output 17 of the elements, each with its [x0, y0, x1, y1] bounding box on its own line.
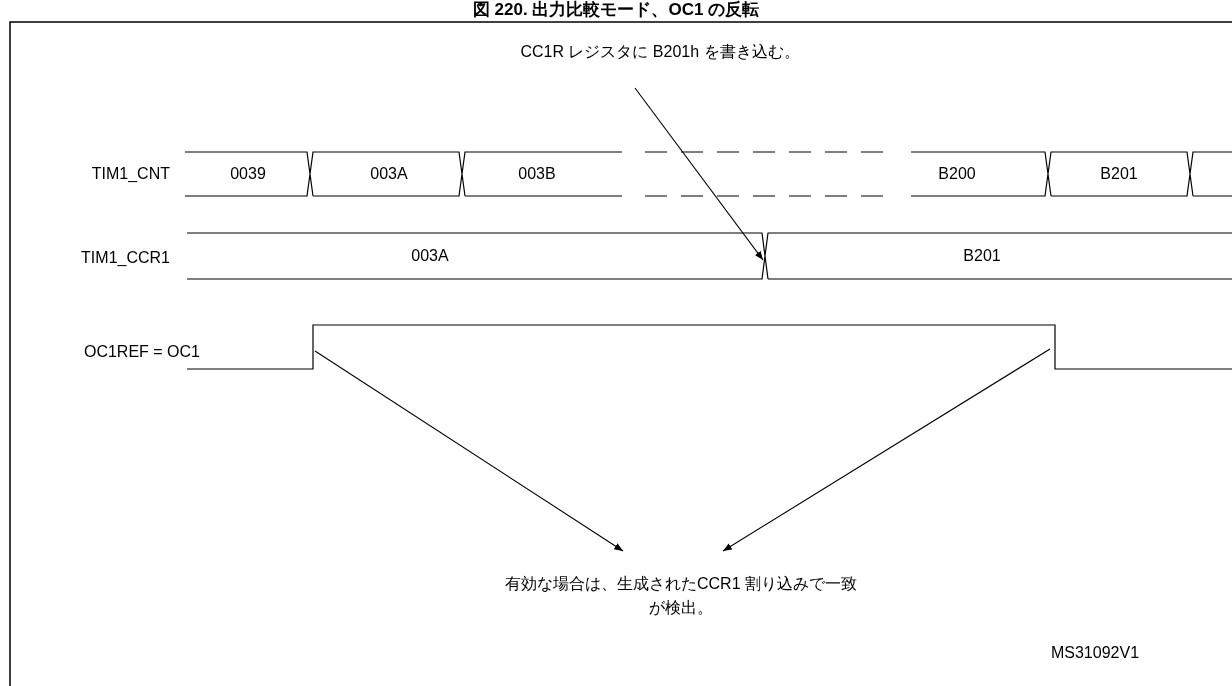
figure-title: 図 220. 出力比較モード、OC1 の反転	[471, 0, 761, 20]
bus-value: 003A	[370, 164, 408, 184]
leader-arrow	[634, 87, 764, 261]
bus-value: B201	[963, 246, 1001, 266]
leader-arrow	[314, 350, 624, 552]
bus-value: 003B	[518, 164, 556, 184]
bus-value: B201	[1100, 164, 1138, 184]
bus-value: 0039	[230, 164, 266, 184]
figure-id: MS31092V1	[1050, 643, 1140, 663]
bus-value: B200	[938, 164, 976, 184]
signal-name: TIM1_CNT	[91, 164, 170, 184]
bus-value: 003A	[411, 246, 449, 266]
signal-name: OC1REF = OC1	[83, 342, 200, 362]
annotation-text: 有効な場合は、生成されたCCR1 割り込みで一致が検出。	[505, 572, 857, 620]
leader-arrow	[722, 348, 1051, 552]
annotation-text: CC1R レジスタに B201h を書き込む。	[450, 40, 870, 64]
signal-name: TIM1_CCR1	[81, 248, 170, 268]
